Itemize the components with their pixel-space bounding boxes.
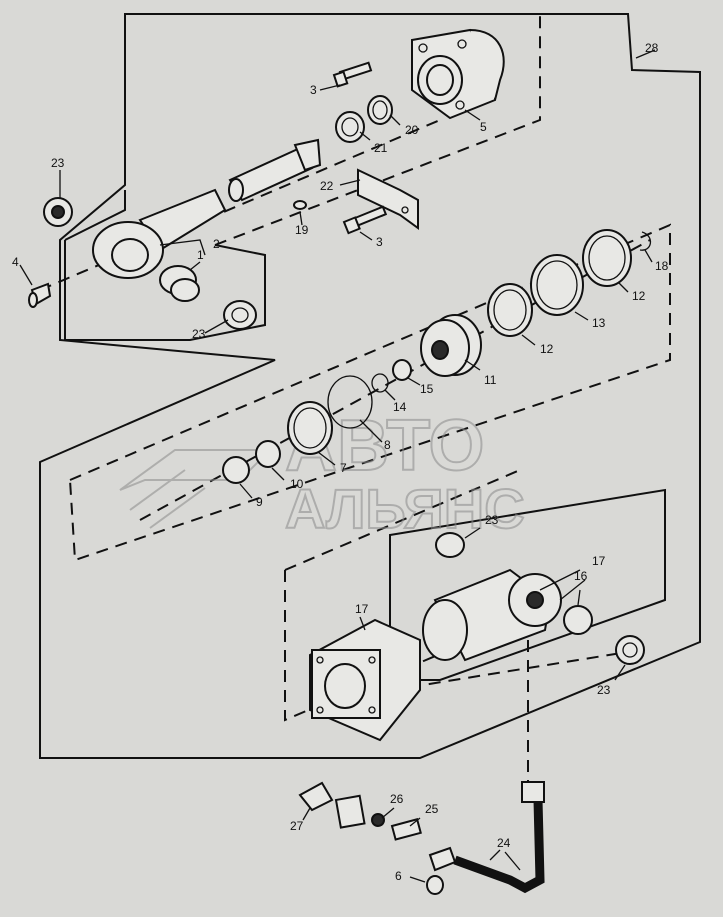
seal-part-20 <box>367 95 393 125</box>
label-17-barrel: 17 <box>355 602 369 616</box>
label-17-eye: 17 <box>592 554 606 568</box>
label-12-right: 12 <box>632 289 646 303</box>
wear-ring-part-13 <box>530 254 584 316</box>
middle-dashed-frame <box>68 223 671 562</box>
bushing-part-1 <box>159 265 200 302</box>
label-1: 1 <box>197 248 204 262</box>
label-28: 28 <box>645 41 659 55</box>
seal-part-21 <box>335 111 365 143</box>
label-7: 7 <box>340 461 347 475</box>
label-24: 24 <box>497 836 511 850</box>
label-18: 18 <box>655 259 669 273</box>
cylinder-head-part-5 <box>411 28 505 120</box>
label-27: 27 <box>290 819 304 833</box>
leader-lines <box>19 84 653 883</box>
bushing-part-16 <box>563 605 593 635</box>
label-14: 14 <box>393 400 407 414</box>
washer-part-15 <box>392 359 412 381</box>
seal-ring-part-12-left <box>487 283 533 337</box>
assembly-frame <box>39 13 701 759</box>
bushing-part-9 <box>222 456 250 484</box>
grease-fitting-part-4 <box>28 282 52 308</box>
plug-part-26 <box>334 794 385 829</box>
piston-rod <box>228 138 322 202</box>
label-15: 15 <box>420 382 434 396</box>
label-26: 26 <box>390 792 404 806</box>
upper-dashed-frame <box>214 14 541 246</box>
label-12-left: 12 <box>540 342 554 356</box>
o-ring-part-8 <box>327 375 373 429</box>
label-22: 22 <box>320 179 334 193</box>
label-23-barrel-top: 23 <box>485 513 499 527</box>
seal-part-23-barrel-top <box>435 532 465 558</box>
label-25: 25 <box>425 802 439 816</box>
label-2: 2 <box>213 237 220 251</box>
label-3-lower: 3 <box>376 235 383 249</box>
label-8: 8 <box>384 438 391 452</box>
label-13: 13 <box>592 316 606 330</box>
label-5: 5 <box>480 120 487 134</box>
label-21: 21 <box>374 141 388 155</box>
label-9: 9 <box>256 495 263 509</box>
ring-part-10 <box>255 440 281 468</box>
rod-end-subframe <box>64 190 266 341</box>
label-11: 11 <box>484 373 497 387</box>
barrel-eye-part-17 <box>422 568 562 662</box>
label-23-rod: 23 <box>192 327 206 341</box>
key-part-19 <box>293 200 307 210</box>
bolt-part-3-lower <box>342 205 388 235</box>
seal-part-7 <box>287 401 333 455</box>
label-4: 4 <box>12 255 19 269</box>
label-23-bottom: 23 <box>597 683 611 697</box>
svg-text:АЛЬЯНС: АЛЬЯНС <box>285 477 525 540</box>
wiper-seal-part-23-top <box>43 197 73 227</box>
leader-28 <box>635 49 656 59</box>
label-10: 10 <box>290 477 304 491</box>
hose-part-24 <box>428 781 545 894</box>
barrel-part-17 <box>309 618 421 742</box>
label-3-top: 3 <box>310 83 317 97</box>
elbow-fitting-part-27 <box>298 781 334 812</box>
lower-axis-line <box>329 649 641 701</box>
wiper-seal-part-23-barrel-bottom <box>615 635 645 665</box>
label-20: 20 <box>405 123 419 137</box>
label-23-top: 23 <box>51 156 65 170</box>
bracket-part-22 <box>357 168 419 230</box>
bolt-part-3-top <box>332 61 373 88</box>
adapter-part-25 <box>390 818 422 841</box>
label-16: 16 <box>574 569 588 583</box>
rod-eye-part-2 <box>92 188 227 279</box>
o-ring-part-14 <box>371 373 389 393</box>
label-6: 6 <box>395 869 402 883</box>
seal-part-6 <box>426 875 444 895</box>
seal-part-18 <box>639 231 652 251</box>
upper-axis-line <box>39 119 441 291</box>
piston-part-11 <box>420 314 482 377</box>
wiper-seal-part-23-rod <box>223 300 257 330</box>
label-19: 19 <box>295 223 309 237</box>
seal-ring-part-12-right <box>582 229 632 287</box>
